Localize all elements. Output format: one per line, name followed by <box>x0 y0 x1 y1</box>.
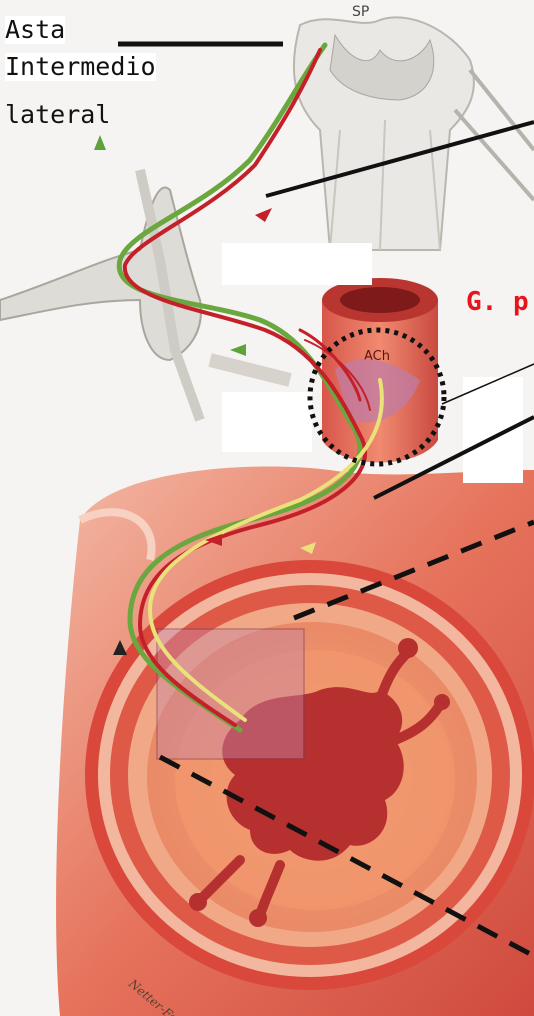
label-lateral: lateral <box>5 101 110 129</box>
spinal-cord: SP <box>294 4 534 250</box>
label-asta: Asta <box>5 16 65 44</box>
blank-label-box-2 <box>222 392 312 452</box>
blank-label-box-1 <box>222 243 372 285</box>
spinal-label: SP <box>352 4 369 20</box>
blood-vessel: ACh <box>322 278 438 463</box>
sympathetic-ganglion <box>0 170 290 420</box>
blank-label-box-3 <box>463 377 523 483</box>
label-ganglion: G. p <box>466 287 529 317</box>
label-intermedio: Intermedio <box>5 53 156 81</box>
